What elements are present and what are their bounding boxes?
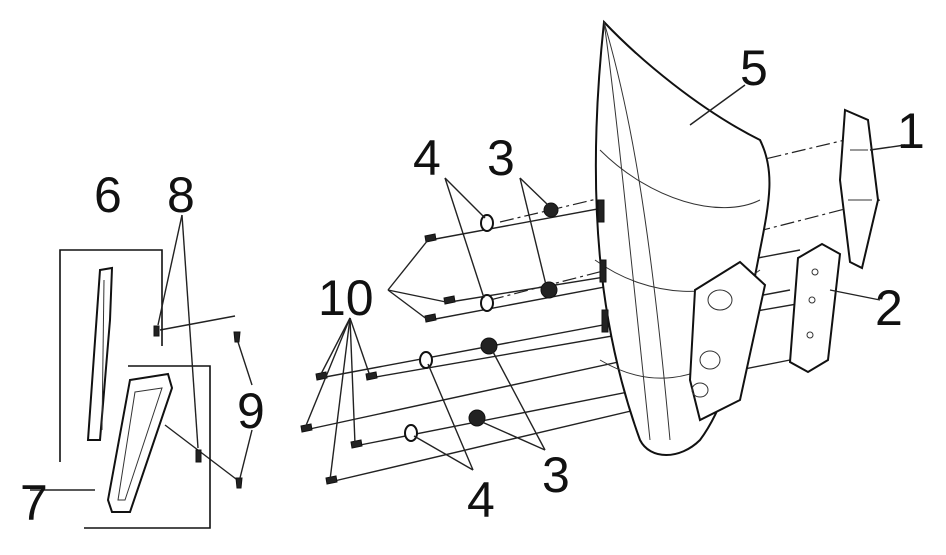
bracket-2-body: [788, 242, 842, 374]
mount-hole-1: [707, 289, 733, 311]
slot-2: [599, 259, 607, 283]
part-7-frame: [84, 365, 211, 529]
leader-4b-1: [427, 363, 474, 471]
part-8-clip-lower: [195, 449, 202, 463]
washer-1: [480, 214, 494, 232]
windscreen-contour-3: [599, 149, 761, 209]
callout-8: 8: [167, 167, 195, 223]
leader-9-2: [239, 429, 253, 479]
mount-hole-2: [699, 350, 721, 370]
small-screw-2: [235, 477, 243, 489]
leader-10-8: [329, 317, 351, 481]
windscreen-contour-1: [603, 21, 651, 441]
part-6-trim-panel: [86, 266, 114, 441]
leader-3b-1: [491, 349, 546, 451]
screw-2: [443, 295, 456, 305]
leader-8-2: [181, 214, 199, 449]
leader-10-4: [319, 317, 351, 377]
leader-10-2: [387, 289, 447, 303]
leader-lines: [157, 84, 906, 481]
leader-10-7: [349, 317, 356, 445]
assembly-lines: [159, 139, 881, 483]
screw-8: [325, 475, 338, 485]
screw-line-10: [164, 424, 241, 483]
part-6-trim-inner: [101, 279, 105, 431]
grommet-2: [540, 281, 558, 299]
callout-6: 6: [94, 167, 122, 223]
grommet-4: [468, 409, 486, 427]
callout-10: 10: [318, 270, 374, 326]
grommet-3: [480, 337, 498, 355]
leader-3b-2: [481, 421, 546, 451]
callout-7: 7: [20, 475, 48, 531]
part-7-trim-panel: [106, 372, 174, 513]
small-screw-1: [233, 331, 241, 343]
leader-5: [689, 84, 746, 126]
part-2-lower-bracket: [788, 242, 842, 374]
part-1-upper-bracket: [838, 108, 880, 270]
callout-4-upper: 4: [413, 130, 441, 186]
leader-9-1: [237, 341, 253, 386]
bracket-2-hole-2: [808, 296, 816, 304]
mount-hole-3: [691, 382, 709, 398]
callout-4-lower: 4: [467, 472, 495, 528]
callout-labels: 1 2 3 3 4 4 5 6 7 8 9 10: [20, 40, 925, 531]
leader-10-5: [349, 317, 371, 377]
screw-4: [315, 371, 328, 381]
part-6-frame: [59, 249, 163, 462]
bracket-1-ribs: [848, 149, 872, 201]
part-4-washers: [404, 214, 494, 442]
washer-3: [419, 351, 433, 369]
washer-2: [480, 294, 494, 312]
leader-3a-1: [519, 177, 549, 206]
leader-4a-2: [444, 177, 485, 299]
part-5-windscreen: [594, 19, 771, 456]
callout-9: 9: [237, 383, 265, 439]
inner-mount-panel: [688, 260, 767, 422]
grommet-1: [543, 202, 559, 218]
leader-10-3: [387, 289, 429, 321]
bracket-2-hole-3: [806, 331, 814, 339]
leader-3a-2: [519, 177, 547, 286]
leader-10-6: [304, 317, 351, 429]
part-6-group: [59, 249, 163, 462]
callout-2: 2: [875, 280, 903, 336]
leader-10-1: [387, 239, 429, 291]
leader-2: [829, 289, 881, 301]
leader-8-1: [157, 214, 183, 326]
screw-7: [350, 439, 363, 449]
screw-line-9: [159, 315, 236, 331]
leader-1: [869, 144, 906, 151]
bracket-2-hole-1: [811, 268, 819, 276]
bracket-1-body: [838, 108, 880, 270]
screw-3: [424, 313, 437, 323]
washer-4: [404, 424, 418, 442]
callout-5: 5: [740, 40, 768, 96]
slot-3: [601, 309, 609, 333]
slot-1: [597, 199, 605, 223]
leader-4b-2: [413, 435, 474, 471]
screw-6: [300, 423, 313, 433]
callout-3-lower: 3: [542, 447, 570, 503]
screw-5: [365, 371, 378, 381]
part-7-trim-inner: [117, 387, 163, 501]
leader-4a-1: [444, 177, 486, 219]
callout-1: 1: [897, 103, 925, 159]
part-3-grommets: [468, 202, 559, 427]
part-8-clip-upper: [153, 325, 160, 337]
callout-3-upper: 3: [487, 130, 515, 186]
part-7-group: [30, 365, 211, 529]
